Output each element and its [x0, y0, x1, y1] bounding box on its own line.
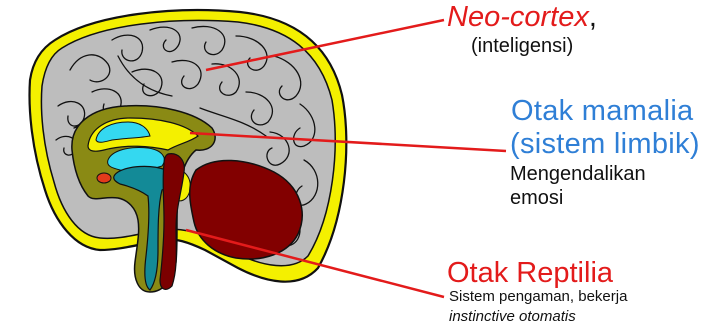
mammal-desc-line2: emosi [510, 187, 563, 209]
neocortex-title: Neo-cortex, [447, 1, 597, 33]
reptile-desc-line1: Sistem pengaman, bekerja [449, 289, 627, 306]
mammal-desc-line1: Mengendalikan [510, 163, 646, 185]
reptile-desc-line2: instinctive otomatis [449, 309, 576, 326]
neocortex-subtitle: (inteligensi) [471, 35, 573, 57]
neocortex-comma: , [589, 1, 597, 33]
mammal-title-line2: (sistem limbik) [510, 128, 700, 160]
pineal-gland [97, 173, 111, 183]
mammal-title-line1: Otak mamalia [511, 95, 694, 127]
neocortex-title-text: Neo-cortex [447, 1, 589, 33]
reptile-title: Otak Reptilia [447, 257, 613, 289]
